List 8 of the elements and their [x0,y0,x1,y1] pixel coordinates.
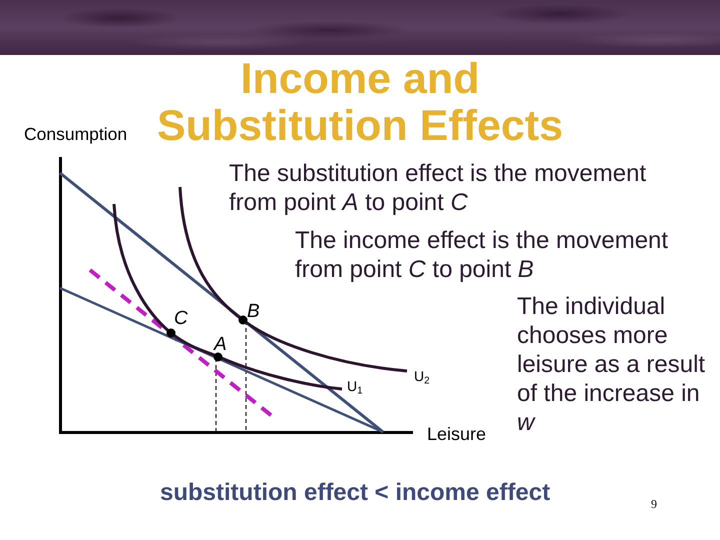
explanation-text: The individual chooses more leisure as a result of the increase in w [517,292,706,437]
conclusion-text: substitution effect < income effect [160,478,550,508]
page-number: 9 [651,497,657,512]
slide-title: Income and Substitution Effects [156,56,564,150]
curve-label: U$_{2}$ [414,367,430,385]
axis-label: Consumption [24,123,128,145]
axis-label: Leisure [427,423,486,446]
textured-banner [0,0,720,55]
